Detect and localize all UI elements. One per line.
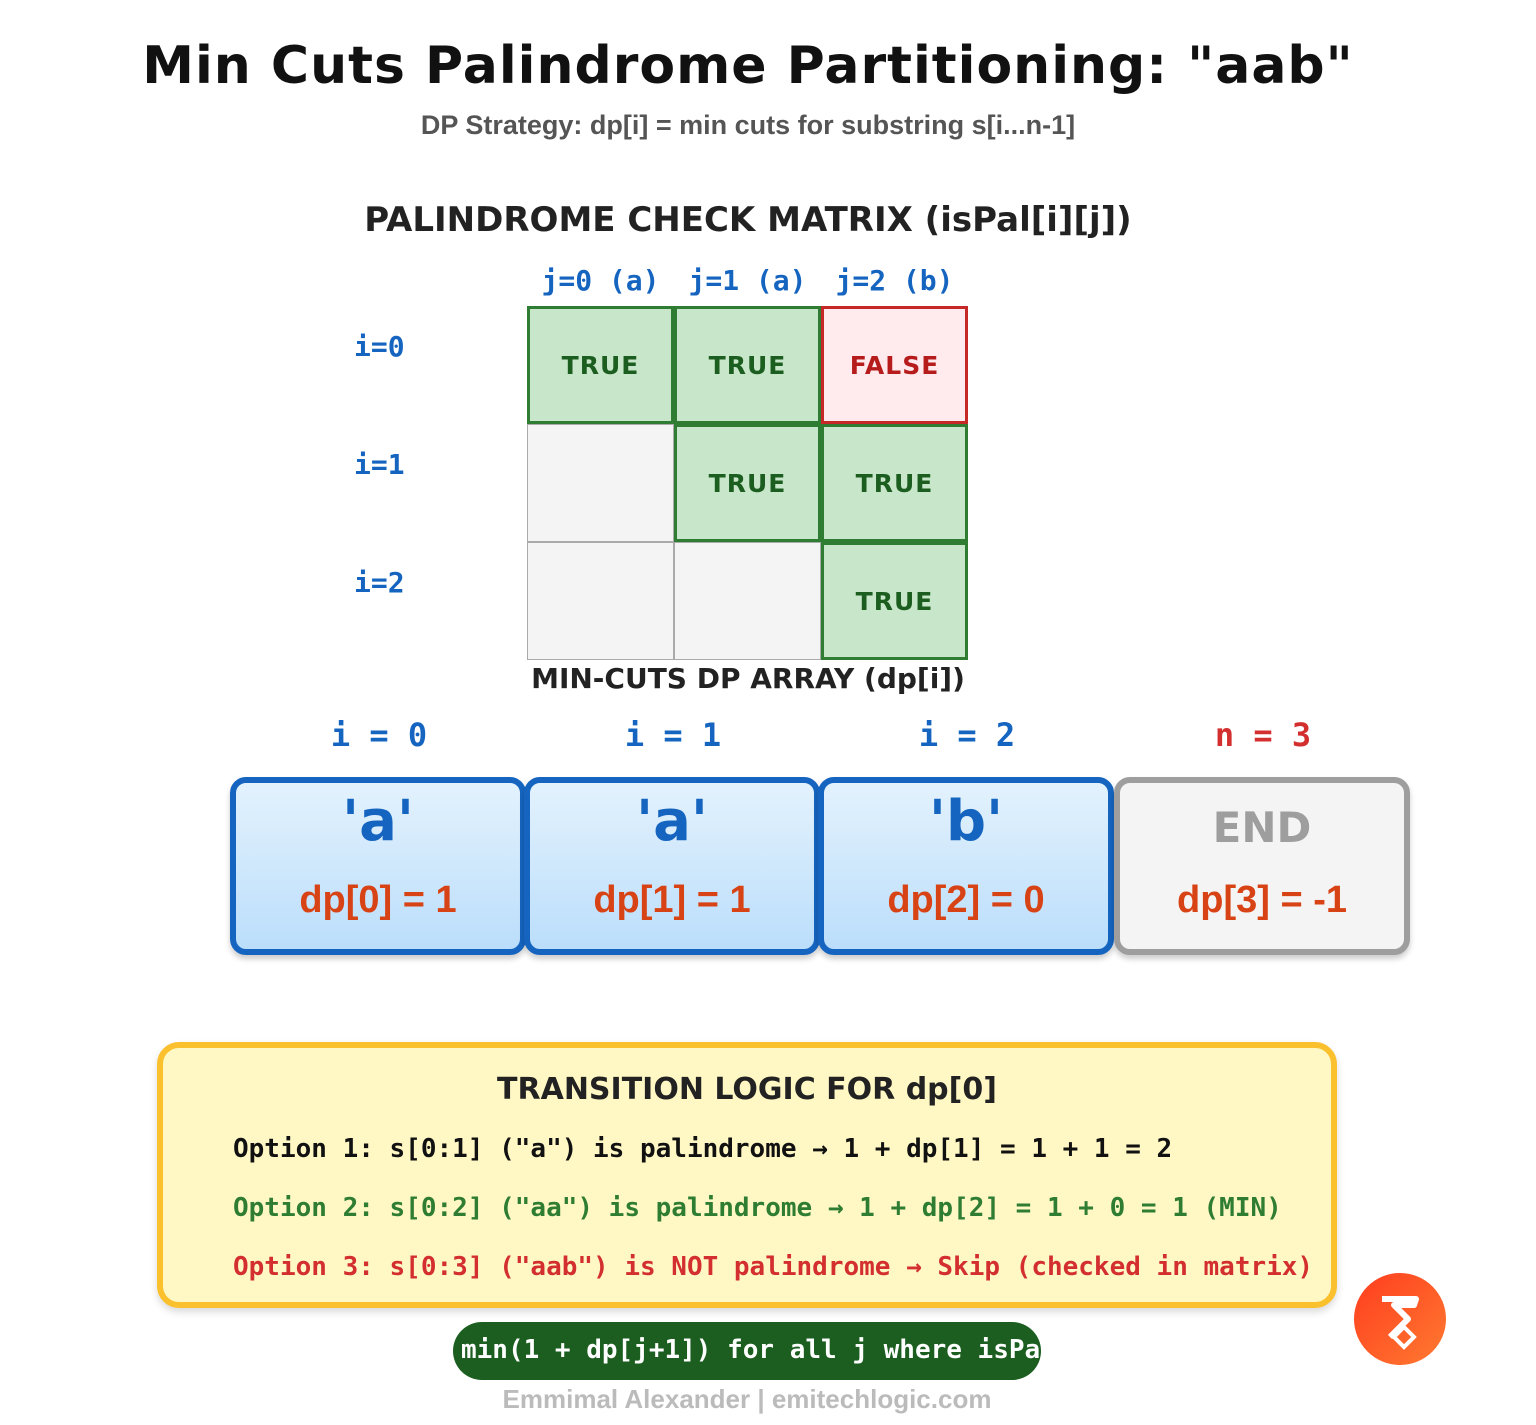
transition-box	[157, 1042, 1337, 1308]
transition-option: Option 1: s[0:1] ("a") is palindrome → 1…	[233, 1134, 1173, 1164]
matrix-row-label: i=1	[354, 448, 405, 481]
dp-cell: 'a' dp[1] = 1	[524, 777, 820, 955]
dp-index-label: i = 1	[624, 716, 722, 754]
matrix-heading: PALINDROME CHECK MATRIX (isPal[i][j])	[364, 200, 1132, 240]
formula-pill: min(1 + dp[j+1]) for all j where isPal[i…	[453, 1322, 1041, 1380]
matrix-col-label: j=0 (a)	[541, 264, 660, 297]
dp-char: 'a'	[341, 789, 415, 854]
dp-index-label: n = 3	[1214, 716, 1312, 754]
matrix-col-label: j=2 (b)	[835, 264, 954, 297]
matrix-cell: TRUE	[674, 306, 821, 424]
dp-char: 'a'	[635, 789, 709, 854]
dp-cell: 'b' dp[2] = 0	[818, 777, 1114, 955]
matrix-cell: FALSE	[821, 306, 968, 424]
matrix-cell: TRUE	[674, 424, 821, 542]
dp-char: 'b'	[928, 789, 1004, 854]
transition-option: Option 2: s[0:2] ("aa") is palindrome → …	[233, 1193, 1282, 1223]
formula-text: min(1 + dp[j+1]) for all j where isPal[i…	[461, 1335, 1041, 1365]
dp-heading: MIN-CUTS DP ARRAY (dp[i])	[531, 662, 965, 695]
dp-value: dp[2] = 0	[887, 879, 1045, 921]
matrix-cell-empty	[527, 424, 674, 542]
transition-heading: TRANSITION LOGIC FOR dp[0]	[497, 1072, 997, 1107]
dp-value: dp[1] = 1	[593, 879, 751, 921]
dp-value: dp[0] = 1	[299, 879, 457, 921]
dp-cell: 'a' dp[0] = 1	[230, 777, 526, 955]
footer-credit: Emmimal Alexander | emitechlogic.com	[502, 1384, 992, 1414]
matrix-cell: TRUE	[821, 424, 968, 542]
page-title: Min Cuts Palindrome Partitioning: "aab"	[142, 36, 1354, 96]
matrix-cell: TRUE	[821, 542, 968, 660]
dp-index-label: i = 2	[918, 716, 1016, 754]
matrix-cell: TRUE	[527, 306, 674, 424]
matrix-col-label: j=1 (a)	[688, 264, 807, 297]
sigma-logo-icon	[1354, 1273, 1446, 1365]
dp-char: END	[1212, 803, 1312, 852]
dp-cell-end: END dp[3] = -1	[1114, 777, 1410, 955]
matrix-cell-empty	[674, 542, 821, 660]
matrix-row-label: i=2	[354, 566, 405, 599]
matrix-cell-empty	[527, 542, 674, 660]
dp-value: dp[3] = -1	[1177, 879, 1347, 921]
transition-option: Option 3: s[0:3] ("aab") is NOT palindro…	[233, 1252, 1314, 1282]
subtitle: DP Strategy: dp[i] = min cuts for substr…	[420, 110, 1076, 140]
dp-index-label: i = 0	[330, 716, 428, 754]
matrix-row-label: i=0	[354, 330, 405, 363]
